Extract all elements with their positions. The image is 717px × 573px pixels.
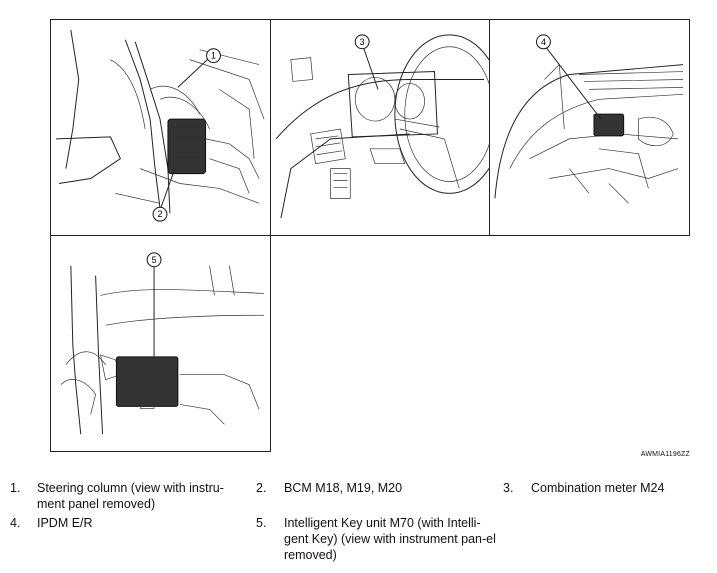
- meter-gauge-right: [394, 83, 425, 120]
- legend-number: 5.: [256, 516, 267, 530]
- combination-meter-housing: [347, 71, 438, 138]
- figure-code: AWMIA1196ZZ: [640, 451, 690, 458]
- legend-text: BCM M18, M19, M20: [284, 481, 403, 495]
- callout-2: 2: [152, 206, 168, 222]
- ipdm-unit: [593, 113, 625, 137]
- callout-3: 3: [354, 34, 370, 50]
- steering-column-drawing: 1 2: [55, 29, 265, 222]
- callout-4: 4: [536, 34, 551, 50]
- callout-leader-4: [546, 47, 602, 120]
- callout-leader-2: [159, 168, 176, 211]
- callout-1: 1: [206, 48, 221, 64]
- callout-4-label: 4: [541, 37, 546, 47]
- callout-leader-3: [362, 46, 379, 90]
- meter-gauge-left: [354, 77, 396, 122]
- intelligent-key-unit-drawing: 5: [60, 252, 265, 435]
- illustration-steering-column: 1 2: [50, 19, 271, 236]
- callout-5-label: 5: [152, 255, 157, 265]
- legend-text: IPDM E/R: [37, 516, 93, 530]
- legend-text: Combination meter M24: [531, 481, 665, 495]
- legend-text: Steering column (view with instru-ment p…: [37, 481, 224, 511]
- legend-number: 4.: [10, 516, 21, 530]
- intelligent-key-module: [115, 356, 179, 407]
- illustration-intelligent-key-unit: 5: [50, 235, 271, 452]
- callout-2-label: 2: [158, 209, 163, 219]
- combination-meter-drawing: 3: [275, 34, 489, 219]
- legend-number: 1.: [10, 481, 21, 495]
- steering-wheel: [394, 34, 489, 194]
- legend-number: 2.: [256, 481, 267, 495]
- callout-leader-1: [177, 57, 210, 88]
- ipdm-er-drawing: 4: [494, 34, 684, 204]
- callout-3-label: 3: [360, 37, 365, 47]
- legend-number: 3.: [503, 481, 514, 495]
- callout-5: 5: [146, 252, 162, 268]
- illustration-combination-meter: 3: [270, 19, 490, 236]
- legend-text: Intelligent Key unit M70 (with Intelli-g…: [284, 516, 496, 562]
- bcm-unit: [167, 118, 207, 175]
- illustration-ipdm-er: 4: [489, 19, 690, 236]
- callout-1-label: 1: [211, 51, 216, 61]
